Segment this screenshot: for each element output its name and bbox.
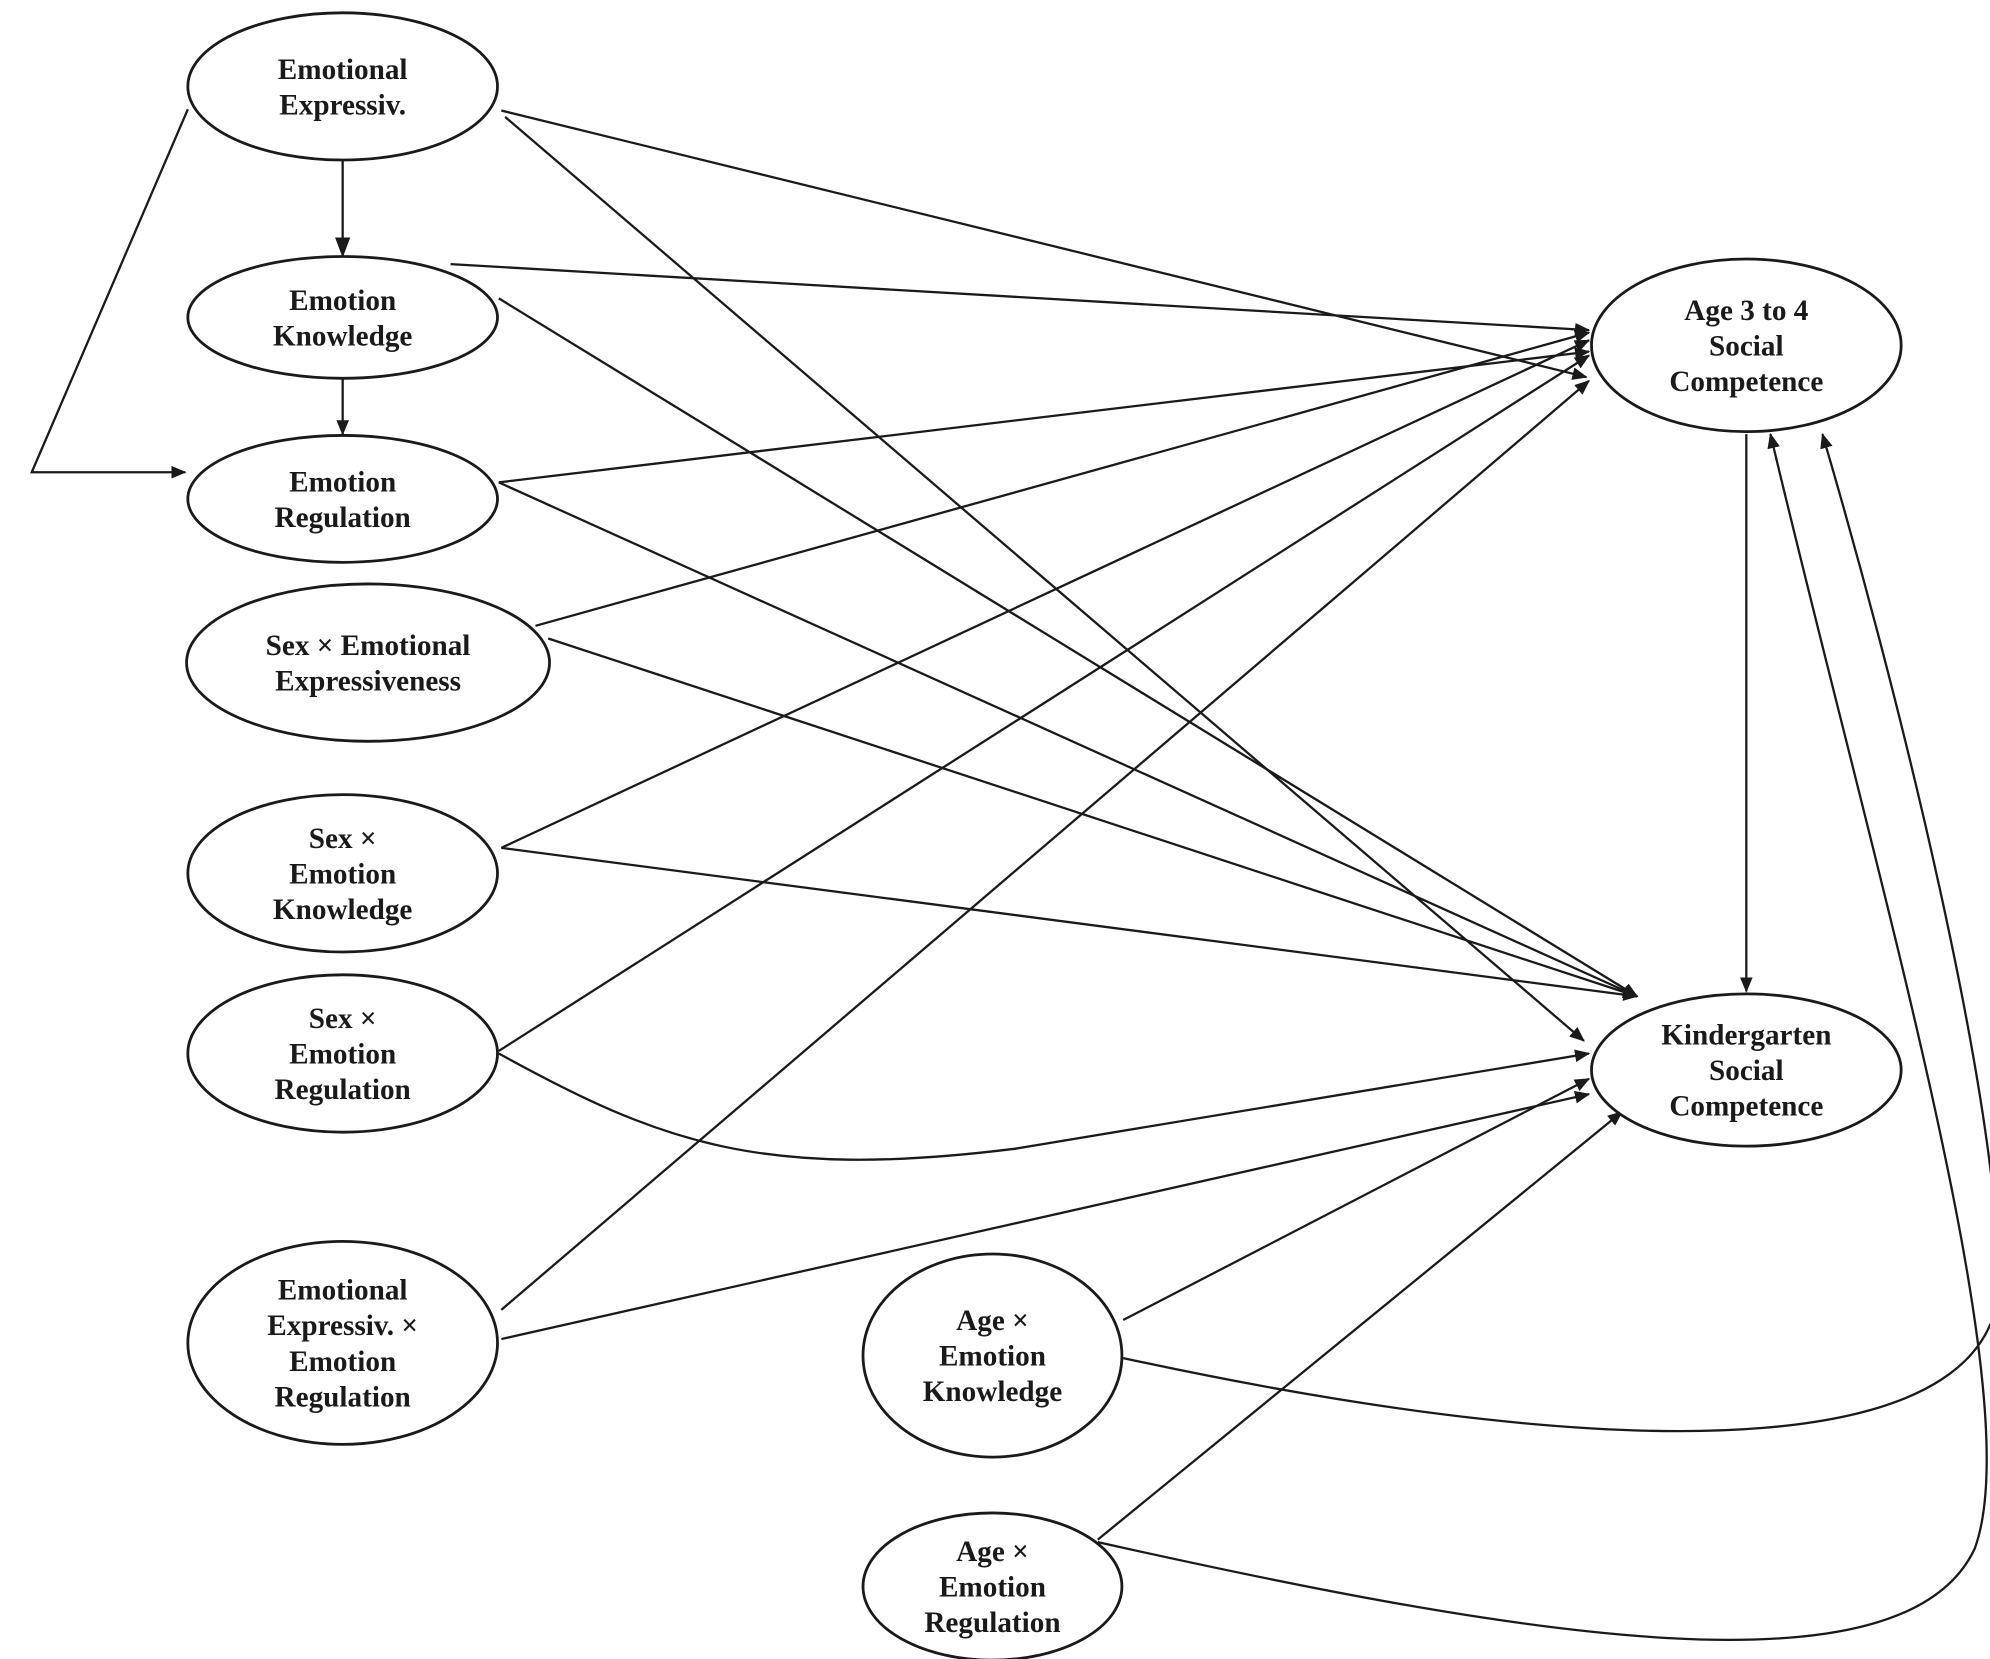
node-label-line: Emotion [289, 285, 396, 317]
node-ellipse [861, 1511, 1124, 1659]
node-label-line: Regulation [275, 502, 411, 534]
edge-agexek-to-a34 [1122, 432, 1990, 1433]
edge-ee-to-kg [504, 116, 1585, 1042]
node-label-line: Social [1709, 330, 1784, 362]
node-label-line: Kindergarten [1661, 1020, 1831, 1052]
edge-sxek-to-a34 [500, 339, 1591, 849]
edge-sxee-to-kg [547, 637, 1639, 999]
node-ellipse [186, 1239, 499, 1446]
node-label-line: Emotion [289, 1039, 396, 1071]
node-label-line: Emotion [289, 1346, 396, 1378]
edge-er-to-kg [498, 481, 1639, 998]
node-label-line: Regulation [924, 1607, 1060, 1639]
edge-ee-to-a34 [501, 109, 1588, 380]
edge-ek-to-a34 [450, 262, 1591, 336]
node-ellipse [186, 11, 499, 162]
node-label-line: Sex × Emotional [266, 630, 471, 662]
node-label-line: Emotion [939, 1572, 1046, 1604]
edge-ee-to-er [29, 108, 189, 479]
node-label-line: Knowledge [923, 1376, 1062, 1408]
node-label-line: Age 3 to 4 [1684, 295, 1808, 327]
node-ellipse [1590, 992, 1903, 1148]
node-ellipse [186, 793, 499, 954]
node-label-line: Knowledge [273, 894, 412, 926]
node-ellipse [186, 255, 499, 380]
node-label-line: Sex × [309, 823, 377, 855]
node-label-line: Expressiveness [275, 666, 461, 698]
node-label-line: Regulation [275, 1074, 411, 1106]
edge-eexer-to-a34 [500, 379, 1590, 1311]
node-label-line: Regulation [275, 1381, 411, 1413]
node-label-line: Social [1709, 1055, 1784, 1087]
edge-agexek-to-kg [1122, 1077, 1591, 1322]
node-ellipse [861, 1252, 1124, 1459]
node-label-line: Expressiv. × [267, 1310, 418, 1342]
node-label-line: Sex × [309, 1003, 377, 1035]
edge-agexer-to-kg [1097, 1110, 1623, 1541]
node-ellipse [186, 434, 499, 564]
node-label-line: Emotional [278, 54, 408, 86]
node-label-line: Emotional [278, 1275, 408, 1307]
edge-sxer-to-kg [498, 1049, 1591, 1161]
node-label-line: Knowledge [273, 320, 412, 352]
node-label-line: Age × [956, 1305, 1029, 1337]
edge-sxer-to-a34 [498, 354, 1591, 1052]
node-ellipse [185, 582, 551, 743]
node-label-line: Emotion [289, 466, 396, 498]
node-label-line: Age × [956, 1536, 1029, 1568]
edge-agexer-to-a34 [1097, 432, 1988, 1642]
edge-eexer-to-kg [501, 1090, 1591, 1341]
edge-sxek-to-kg [501, 846, 1639, 1001]
node-label-line: Competence [1669, 366, 1823, 398]
node-label-line: Competence [1669, 1091, 1823, 1123]
edge-er-to-a34 [498, 347, 1591, 484]
node-ellipse [186, 973, 499, 1134]
node-ellipse [1590, 257, 1903, 434]
node-label-line: Expressiv. [279, 89, 406, 121]
node-label-line: Emotion [289, 858, 396, 890]
node-label-line: Emotion [939, 1341, 1046, 1373]
edge-sxee-to-a34 [535, 330, 1591, 627]
edge-ek-to-kg [498, 297, 1639, 998]
